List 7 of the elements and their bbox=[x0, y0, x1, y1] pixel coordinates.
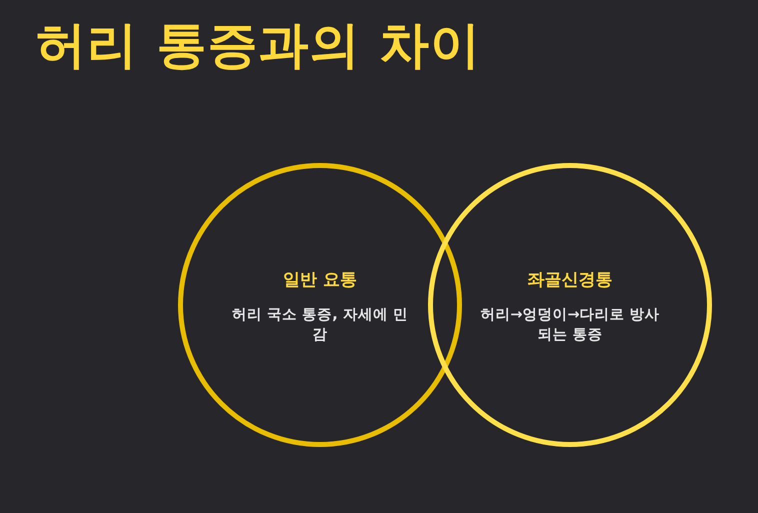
circle-description: 허리→엉덩이→다리로 방사되는 통증 bbox=[479, 306, 661, 346]
circle-heading: 일반 요통 bbox=[283, 269, 357, 291]
circle-description: 허리 국소 통증, 자세에 민감 bbox=[231, 306, 409, 346]
circle-heading: 좌골신경통 bbox=[528, 269, 612, 291]
title: 허리 통증과의 차이 bbox=[36, 15, 481, 76]
venn-circle bbox=[428, 163, 712, 447]
venn-circle bbox=[178, 163, 462, 447]
